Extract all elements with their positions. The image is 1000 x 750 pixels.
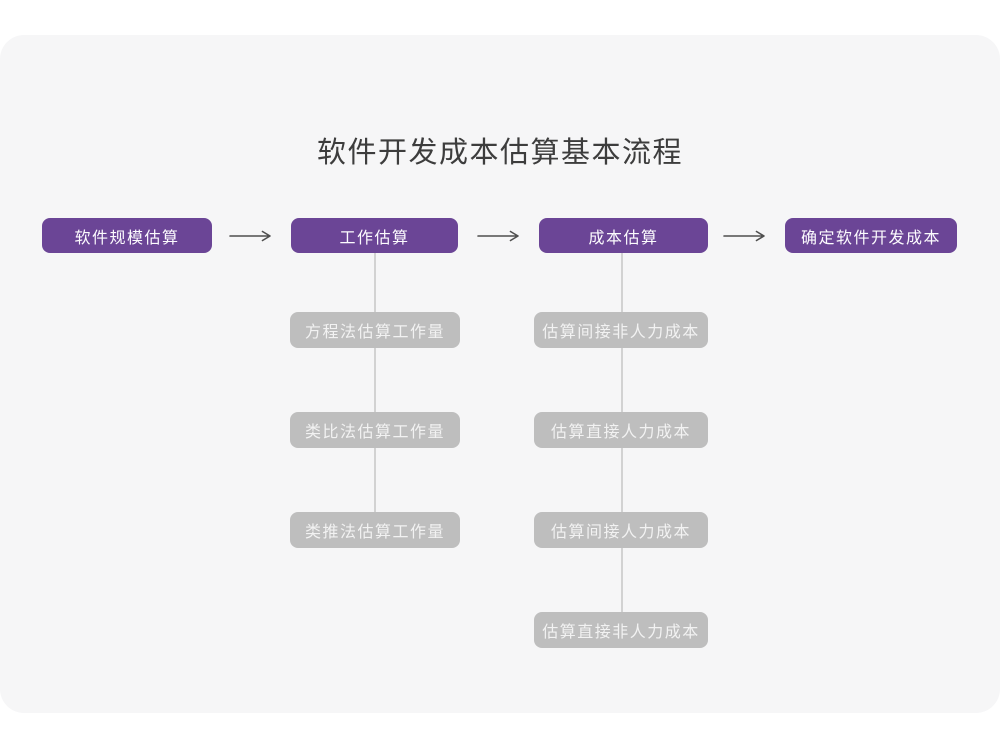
- sub-node-analogy-method: 类比法估算工作量: [290, 412, 460, 448]
- arrow-right-icon: [477, 230, 519, 242]
- sub-node-direct-nonlabor-cost: 估算直接非人力成本: [534, 612, 708, 648]
- connector-line-work-estimation: [374, 253, 376, 531]
- stage-software-scale-estimation: 软件规模估算: [42, 218, 212, 253]
- stage-work-estimation: 工作估算: [291, 218, 458, 253]
- sub-node-equation-method: 方程法估算工作量: [290, 312, 460, 348]
- stage-cost-estimation: 成本估算: [539, 218, 708, 253]
- diagram-card: 软件开发成本估算基本流程 软件规模估算 工作估算 成本估算 确定软件开发成本 方…: [0, 35, 1000, 713]
- arrow-right-icon: [229, 230, 271, 242]
- diagram-title: 软件开发成本估算基本流程: [316, 135, 683, 169]
- arrow-right-icon: [723, 230, 765, 242]
- sub-node-direct-labor-cost: 估算直接人力成本: [534, 412, 708, 448]
- sub-node-extrapolation-method: 类推法估算工作量: [290, 512, 460, 548]
- sub-node-indirect-labor-cost: 估算间接人力成本: [534, 512, 708, 548]
- stage-determine-software-dev-cost: 确定软件开发成本: [785, 218, 957, 253]
- sub-node-indirect-nonlabor-cost: 估算间接非人力成本: [534, 312, 708, 348]
